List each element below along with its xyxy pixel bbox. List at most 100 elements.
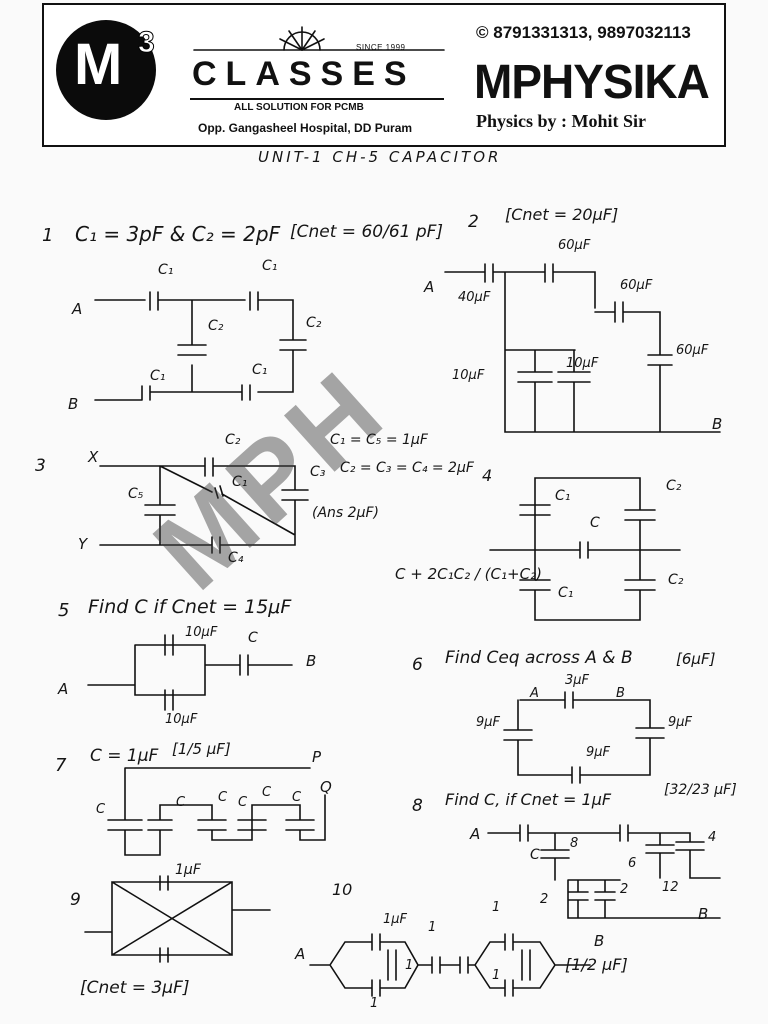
sun-emblem-icon — [193, 26, 445, 51]
q3-label: X — [88, 448, 99, 466]
address: Opp. Gangasheel Hospital, DD Puram — [198, 121, 413, 135]
q10-label: 1 — [370, 996, 379, 1011]
divider — [190, 98, 444, 100]
q6-circuit — [503, 691, 665, 784]
q8-label: C — [530, 847, 540, 863]
q8-circuit — [487, 824, 721, 919]
q3-label: C₃ — [310, 464, 326, 480]
q8-label: 12 — [662, 880, 679, 895]
q4-circuit — [489, 477, 681, 621]
q6-label: 9μF — [476, 715, 501, 730]
q10-answer: [1/2 μF] — [565, 955, 628, 974]
q2-label: 10μF — [452, 368, 485, 383]
q3-label: C₁ — [232, 474, 248, 490]
q8-label: 6 — [628, 856, 637, 871]
logo: M 3 — [56, 20, 156, 120]
header-banner: M 3 SINCE 1999 CLASSES ALL SOLUTION FOR … — [42, 3, 726, 147]
q1-label: C₁ — [262, 258, 278, 274]
q8-label: A — [470, 825, 481, 843]
q3-label: C₄ — [228, 550, 244, 566]
q4-label: C₁ — [558, 585, 574, 601]
logo-letter: M — [74, 32, 123, 97]
q10-circuit — [309, 933, 591, 997]
q6-label: 9μF — [586, 745, 611, 760]
q9-answer: [Cnet = 3μF] — [80, 978, 190, 998]
q10-label: 1 — [492, 968, 501, 983]
q7-text: C = 1μF — [90, 746, 159, 766]
classes-title: CLASSES — [192, 55, 416, 93]
q6-text: Find Ceq across A & B — [445, 648, 633, 668]
q10-label: 1 — [405, 958, 414, 973]
unit-title: UNIT-1 CH-5 CAPACITOR — [258, 148, 502, 166]
q5-circuit — [87, 634, 293, 711]
q10-label: A — [295, 945, 306, 963]
q3-given-2: C₂ = C₃ = C₄ = 2μF — [340, 460, 474, 476]
q1-label: C₁ — [158, 262, 174, 278]
phone-numbers: © 8791331313, 9897032113 — [476, 23, 691, 42]
q2-circuit — [444, 263, 721, 433]
q1-label: C₁ — [252, 362, 268, 378]
q3-label: C₅ — [128, 486, 144, 502]
q4-label: C₂ — [666, 478, 682, 494]
since-label: SINCE 1999 — [356, 43, 406, 52]
q1-circuit — [94, 291, 307, 401]
q1-label: C₁ — [150, 368, 166, 384]
q9-circuit — [84, 875, 271, 963]
byline: Physics by : Mohit Sir — [476, 111, 647, 131]
q8-label: 8 — [570, 836, 579, 851]
q3-circuit — [99, 457, 309, 554]
q10-number: 10 — [332, 880, 353, 899]
q4-label: C₂ — [668, 572, 684, 588]
q9-label: 1μF — [175, 862, 201, 878]
q7-label: C — [238, 795, 248, 810]
q8-label: B — [698, 905, 709, 923]
q8-text: Find C, if Cnet = 1μF — [445, 790, 612, 809]
q5-label: C — [248, 630, 258, 646]
q3-number: 3 — [35, 456, 46, 476]
logo-superscript: 3 — [138, 26, 156, 59]
q5-number: 5 — [58, 600, 70, 621]
q3-label: Y — [78, 535, 88, 553]
q10-label: 1μF — [383, 912, 408, 927]
q8-answer: [32/23 μF] — [664, 782, 737, 798]
q2-label: 40μF — [458, 290, 491, 305]
q7-label: C — [262, 785, 272, 800]
q6-label: 9μF — [668, 715, 693, 730]
q3-label: C₂ — [225, 432, 241, 448]
q1-number: 1 — [42, 225, 54, 246]
q3-answer: (Ans 2μF) — [312, 505, 379, 521]
q7-label: C — [292, 790, 302, 805]
q6-label: 3μF — [565, 673, 590, 688]
q5-label: B — [306, 652, 317, 670]
q8-label: 2 — [540, 892, 549, 907]
q1-text: C₁ = 3pF & C₂ = 2pF — [75, 222, 281, 246]
q8-number: 8 — [412, 796, 423, 816]
q2-label: 10μF — [566, 356, 599, 371]
q10-label: B — [594, 932, 605, 950]
q1-answer: [Cnet = 60/61 pF] — [290, 222, 444, 242]
q2-number: 2 — [468, 212, 479, 232]
q1-label: A — [72, 300, 83, 318]
q7-label: C — [218, 790, 228, 805]
q8-label: 2 — [620, 882, 629, 897]
q9-number: 9 — [70, 890, 81, 910]
q5-label: A — [58, 680, 69, 698]
q4-number: 4 — [482, 466, 493, 485]
q6-label: B — [616, 686, 625, 701]
tagline: ALL SOLUTION FOR PCMB — [234, 102, 364, 113]
q4-answer: C + 2C₁C₂ / (C₁+C₂) — [395, 565, 542, 583]
q2-answer: [Cnet = 20μF] — [505, 205, 619, 224]
q7-answer: [1/5 μF] — [172, 740, 231, 758]
q1-label: C₂ — [208, 318, 224, 334]
q2-label: 60μF — [676, 343, 709, 358]
q6-label: A — [530, 686, 539, 701]
q10-label: 1 — [428, 920, 437, 935]
q1-label: B — [68, 395, 79, 413]
q10-label: 1 — [492, 900, 501, 915]
q6-number: 6 — [412, 655, 423, 675]
q4-label: C — [590, 515, 600, 531]
q3-given-1: C₁ = C₅ = 1μF — [330, 432, 428, 448]
q7-label: Q — [320, 778, 332, 796]
q5-text: Find C if Cnet = 15μF — [88, 596, 292, 618]
